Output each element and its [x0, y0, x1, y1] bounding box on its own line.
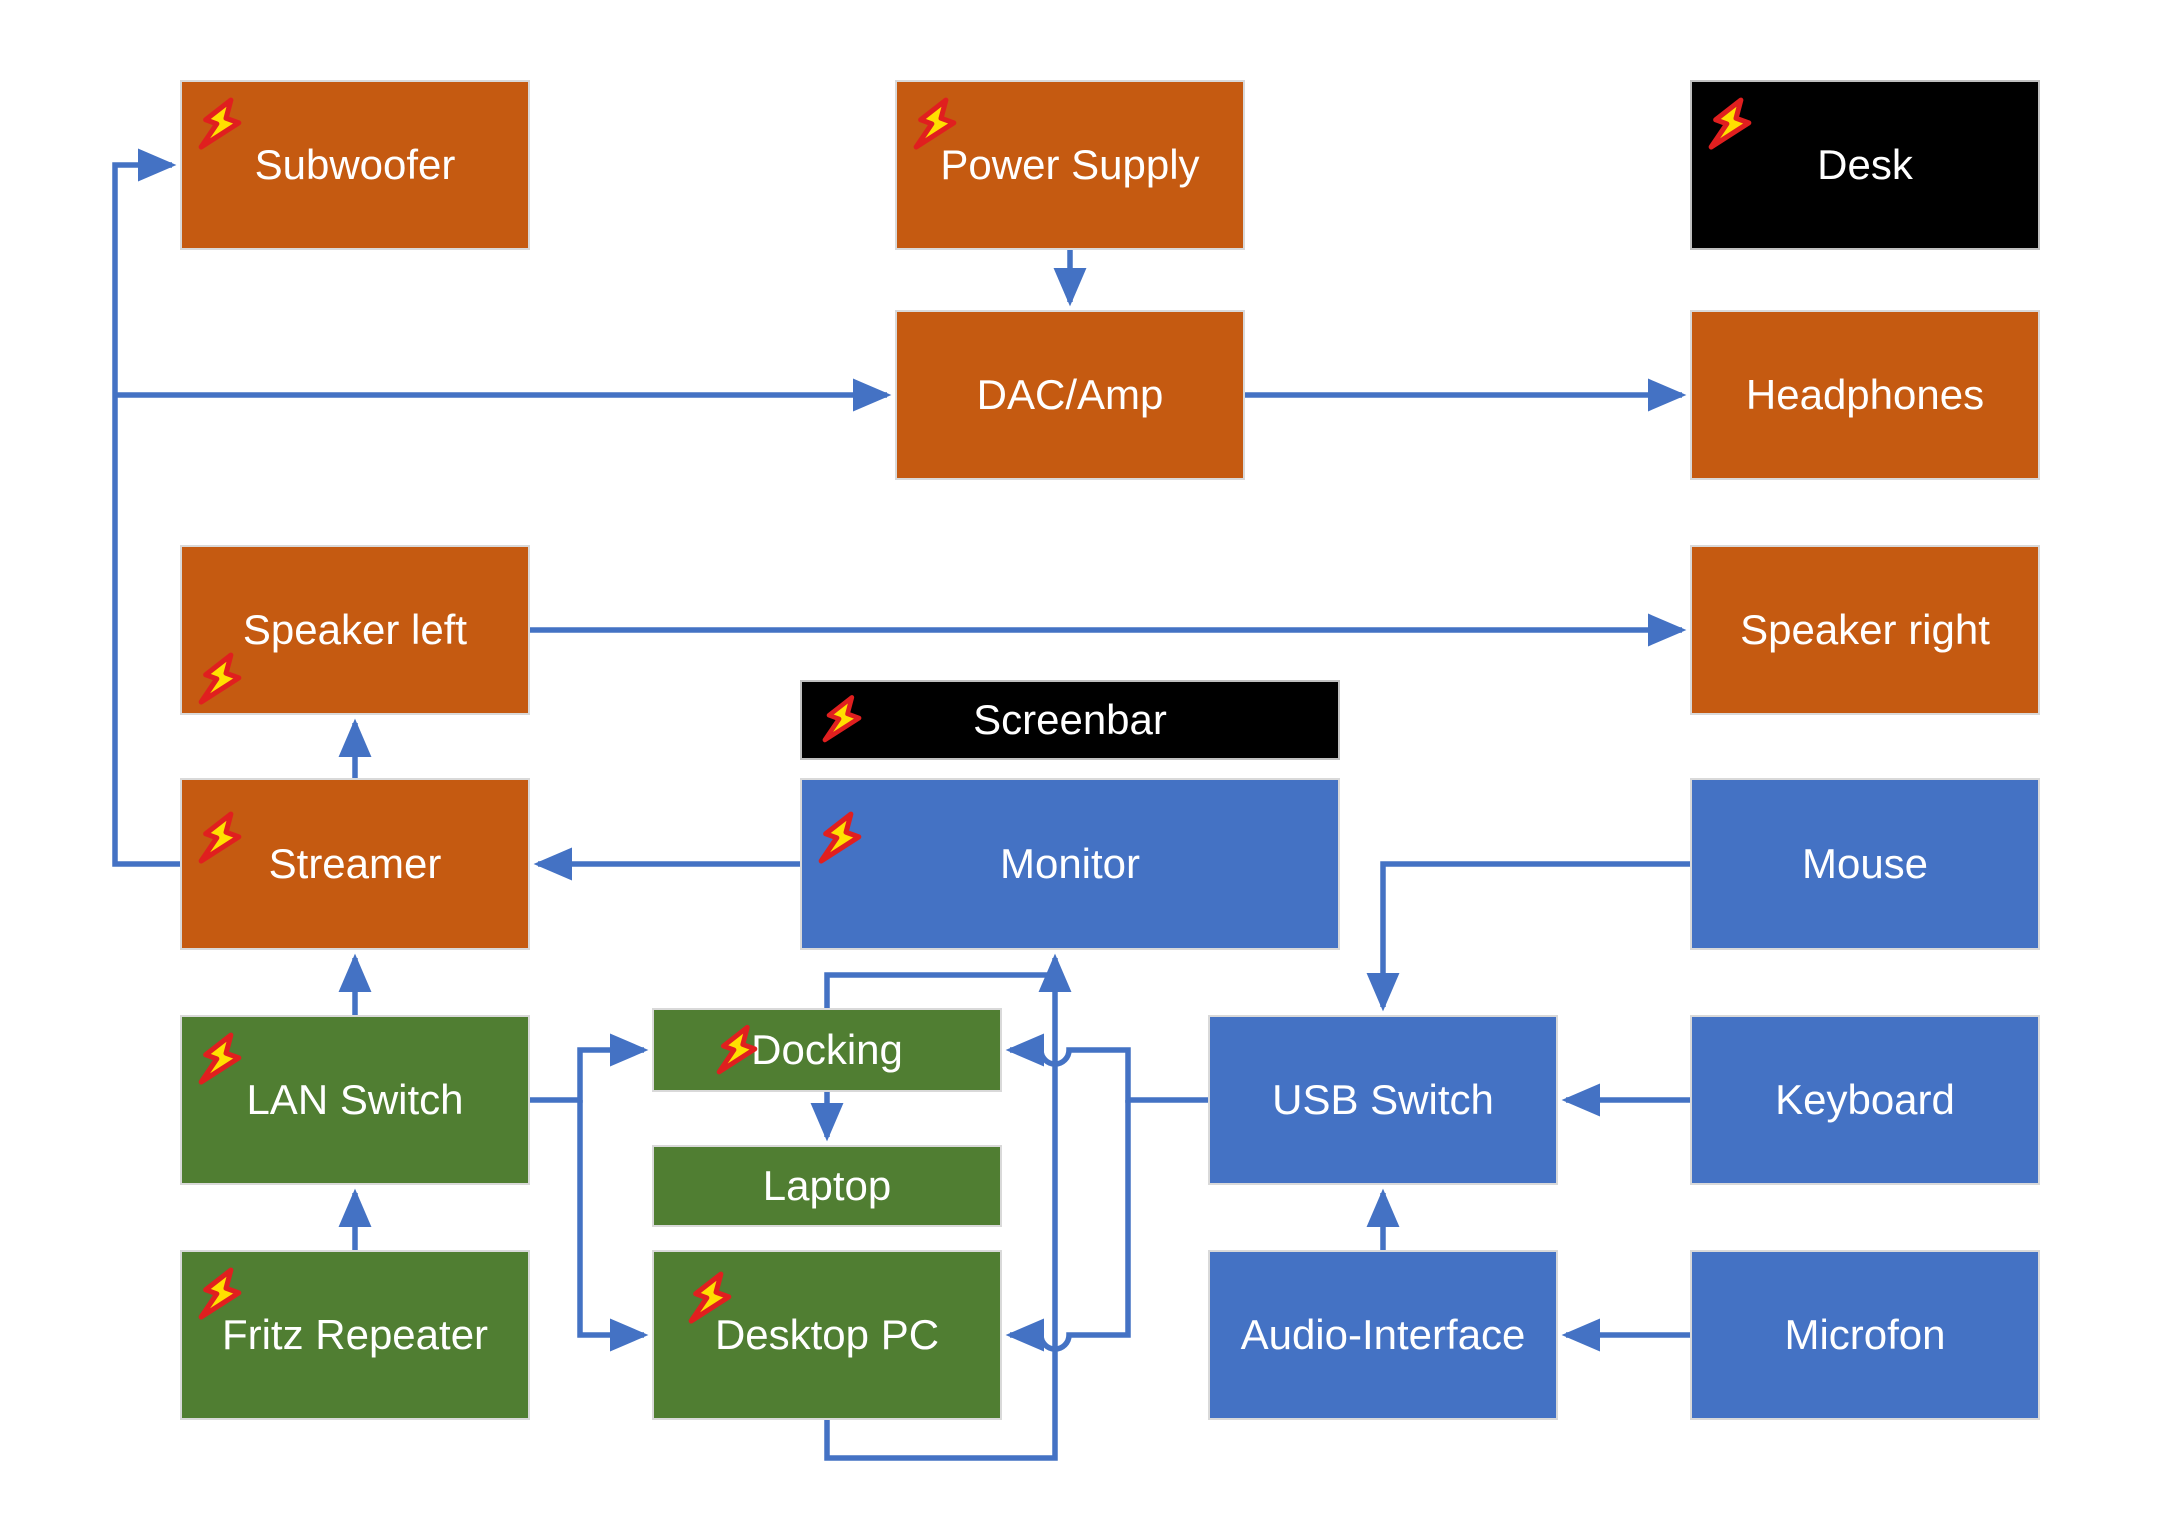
node-label: Screenbar	[973, 695, 1167, 743]
lightning-bolt-icon	[189, 88, 252, 161]
connector-usb-switch-desktop-pc	[1005, 1100, 1131, 1352]
node-keyboard: Keyboard	[1690, 1015, 2040, 1185]
node-speaker-left: Speaker left	[180, 545, 530, 715]
node-monitor: Monitor	[800, 778, 1340, 950]
lightning-bolt-icon	[189, 643, 252, 716]
lightning-bolt-icon	[1699, 88, 1762, 161]
node-audio-interface: Audio-Interface	[1208, 1250, 1558, 1420]
node-label: Laptop	[762, 1161, 892, 1209]
node-mouse: Mouse	[1690, 778, 2040, 950]
node-docking: Docking	[652, 1008, 1002, 1092]
node-label: Subwoofer	[254, 140, 456, 188]
node-label: Desktop PC	[714, 1310, 940, 1358]
node-streamer: Streamer	[180, 778, 530, 950]
node-label: Streamer	[268, 839, 442, 887]
node-label: USB Switch	[1272, 1075, 1494, 1123]
node-lan-switch: LAN Switch	[180, 1015, 530, 1185]
lightning-bolt-icon	[189, 1258, 252, 1331]
node-label: LAN Switch	[246, 1075, 464, 1123]
node-dac-amp: DAC/Amp	[895, 310, 1245, 480]
node-desk: Desk	[1690, 80, 2040, 250]
lightning-bolt-icon	[679, 1262, 742, 1335]
node-label: Headphones	[1745, 370, 1985, 418]
connector-streamer-subwoofer	[112, 148, 180, 867]
node-label: Speaker right	[1740, 605, 1990, 653]
node-label: Docking	[751, 1025, 903, 1073]
connector-lan-switch-desktop-pc	[577, 1100, 649, 1352]
node-label: DAC/Amp	[976, 370, 1164, 418]
lightning-bolt-icon	[904, 88, 967, 161]
node-label: Fritz Repeater	[221, 1310, 489, 1358]
node-laptop: Laptop	[652, 1145, 1002, 1227]
connector-lan-switch-docking	[530, 1033, 649, 1103]
node-power-supply: Power Supply	[895, 80, 1245, 250]
connector-usb-switch-docking	[1005, 1033, 1208, 1103]
node-label: Mouse	[1801, 839, 1929, 887]
node-fritz-repeater: Fritz Repeater	[180, 1250, 530, 1420]
lightning-bolt-icon	[707, 1017, 766, 1086]
node-label: Speaker left	[242, 605, 468, 653]
lightning-bolt-icon	[809, 802, 872, 875]
node-label: Microfon	[1784, 1310, 1946, 1358]
node-label: Monitor	[999, 839, 1141, 887]
node-speaker-right: Speaker right	[1690, 545, 2040, 715]
node-microfon: Microfon	[1690, 1250, 2040, 1420]
node-screenbar: Screenbar	[800, 680, 1340, 760]
node-desktop-pc: Desktop PC	[652, 1250, 1002, 1420]
node-headphones: Headphones	[1690, 310, 2040, 480]
lightning-bolt-icon	[814, 687, 871, 753]
connector-docking-monitor	[824, 972, 1058, 1008]
node-label: Keyboard	[1775, 1075, 1955, 1123]
node-label: Audio-Interface	[1240, 1310, 1526, 1358]
node-label: Power Supply	[940, 140, 1200, 188]
lightning-bolt-icon	[189, 802, 252, 875]
node-usb-switch: USB Switch	[1208, 1015, 1558, 1185]
node-label: Desk	[1817, 140, 1913, 188]
connector-mouse-usb-switch	[1366, 861, 1690, 1012]
lightning-bolt-icon	[189, 1023, 252, 1096]
node-subwoofer: Subwoofer	[180, 80, 530, 250]
